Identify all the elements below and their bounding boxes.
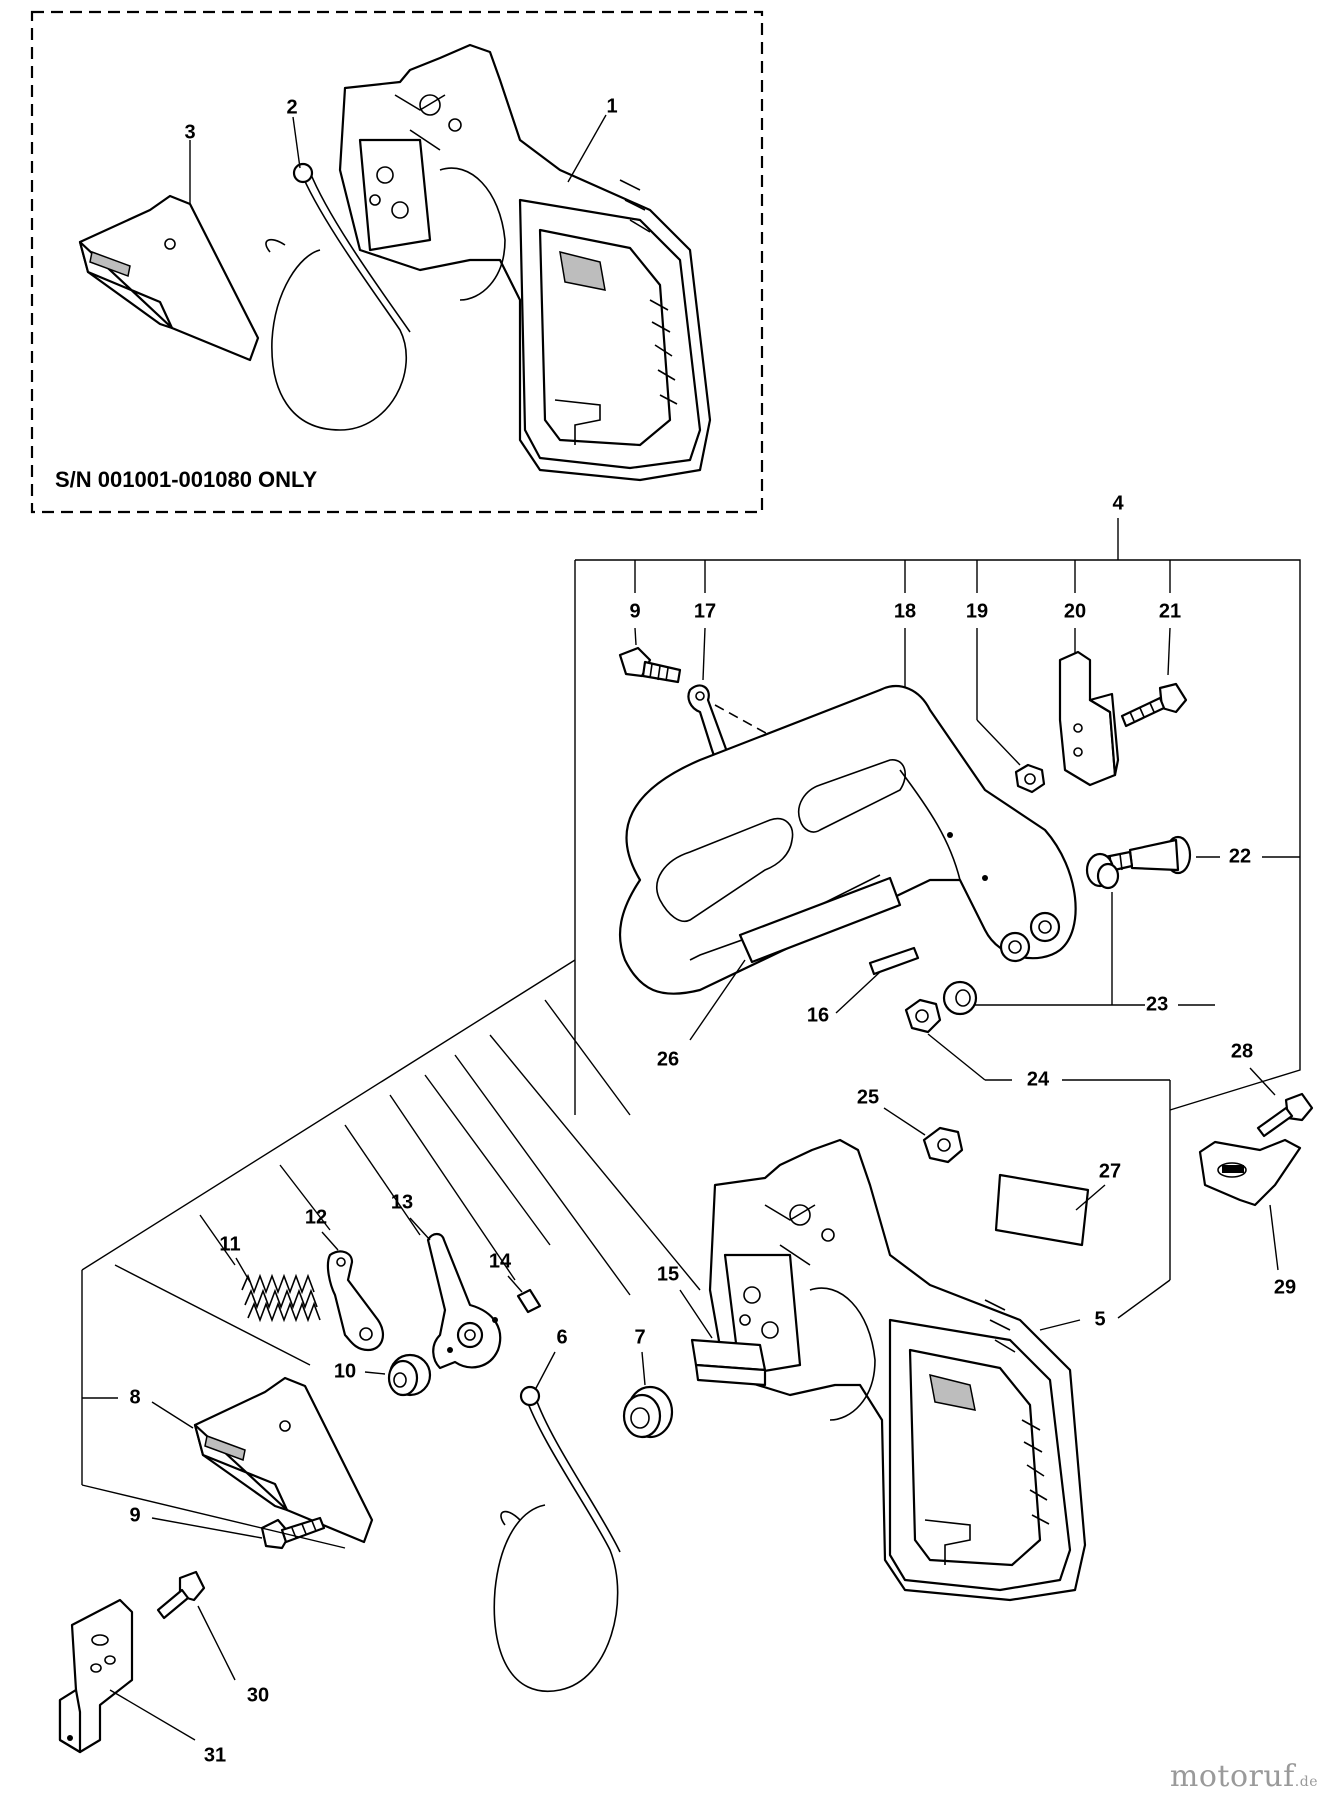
callout-25: 25 (857, 1086, 879, 1108)
part-1-clutch-cover (338, 43, 712, 482)
callout-3: 3 (184, 121, 195, 143)
callout-18: 18 (894, 600, 916, 622)
callout-26: 26 (657, 1048, 679, 1070)
part-14-pin (516, 1288, 542, 1314)
part-20-bracket (1058, 650, 1120, 787)
part-27-sticker (994, 1173, 1090, 1247)
callout-16: 16 (807, 1004, 829, 1026)
callout-30: 30 (247, 1684, 269, 1706)
part-29-bracket (1198, 1138, 1302, 1207)
callout-10: 10 (334, 1360, 356, 1382)
part-24-nut (904, 998, 942, 1034)
callout-28: 28 (1231, 1040, 1253, 1062)
part-2-brake-band (265, 162, 411, 431)
callout-5: 5 (1094, 1308, 1105, 1330)
callout-9-top: 9 (629, 600, 640, 622)
part-31-plate (58, 1598, 134, 1754)
part-30-screw (156, 1570, 206, 1620)
callout-7: 7 (634, 1326, 645, 1348)
callout-8: 8 (129, 1386, 140, 1408)
part-8-guard-plate (193, 1376, 374, 1544)
callout-4: 4 (1112, 492, 1124, 514)
part-23-bushing-a (1085, 852, 1120, 890)
part-6-brake-band (493, 1385, 621, 1693)
part-25-nut (922, 1126, 964, 1164)
serial-note: S/N 001001-001080 ONLY (55, 467, 317, 492)
callout-1: 1 (606, 95, 617, 117)
callout-23: 23 (1146, 993, 1168, 1015)
callout-27: 27 (1099, 1160, 1121, 1182)
part-9-screw-top (618, 646, 682, 684)
callout-24: 24 (1027, 1068, 1050, 1090)
part-11-spring (241, 1273, 321, 1323)
callout-6: 6 (556, 1326, 567, 1348)
part-18-brake-lever (618, 685, 1077, 995)
watermark-logo: motoruf.de (1169, 1759, 1318, 1794)
part-26-label (738, 876, 902, 964)
part-19-nut (1014, 763, 1046, 794)
callout-29: 29 (1274, 1276, 1296, 1298)
part-7-bushing (622, 1385, 674, 1439)
part-16-pin (868, 946, 920, 976)
part-15-block (690, 1338, 767, 1387)
callout-20: 20 (1064, 600, 1086, 622)
callout-2: 2 (286, 96, 297, 118)
callout-14: 14 (489, 1250, 512, 1272)
callout-11: 11 (219, 1233, 240, 1255)
callout-19: 19 (966, 600, 988, 622)
part-23-bushing-b (942, 980, 978, 1016)
part-10-collar (387, 1353, 432, 1397)
callout-17: 17 (694, 600, 716, 622)
callout-22: 22 (1229, 845, 1251, 867)
part-9-screw-lower (260, 1516, 326, 1550)
callout-31: 31 (204, 1744, 226, 1766)
callout-21: 21 (1159, 600, 1181, 622)
part-3-guard-plate (78, 194, 260, 362)
callout-12: 12 (305, 1206, 327, 1228)
part-5-clutch-cover (708, 1138, 1087, 1602)
part-13-plate (426, 1232, 502, 1370)
part-21-screw (1120, 682, 1188, 728)
part-12-lever (326, 1250, 385, 1352)
callout-13: 13 (391, 1191, 413, 1213)
callout-9-lower: 9 (129, 1504, 140, 1526)
inset-frame (30, 10, 764, 514)
part-28-screw (1256, 1092, 1314, 1138)
callout-15: 15 (657, 1263, 679, 1285)
